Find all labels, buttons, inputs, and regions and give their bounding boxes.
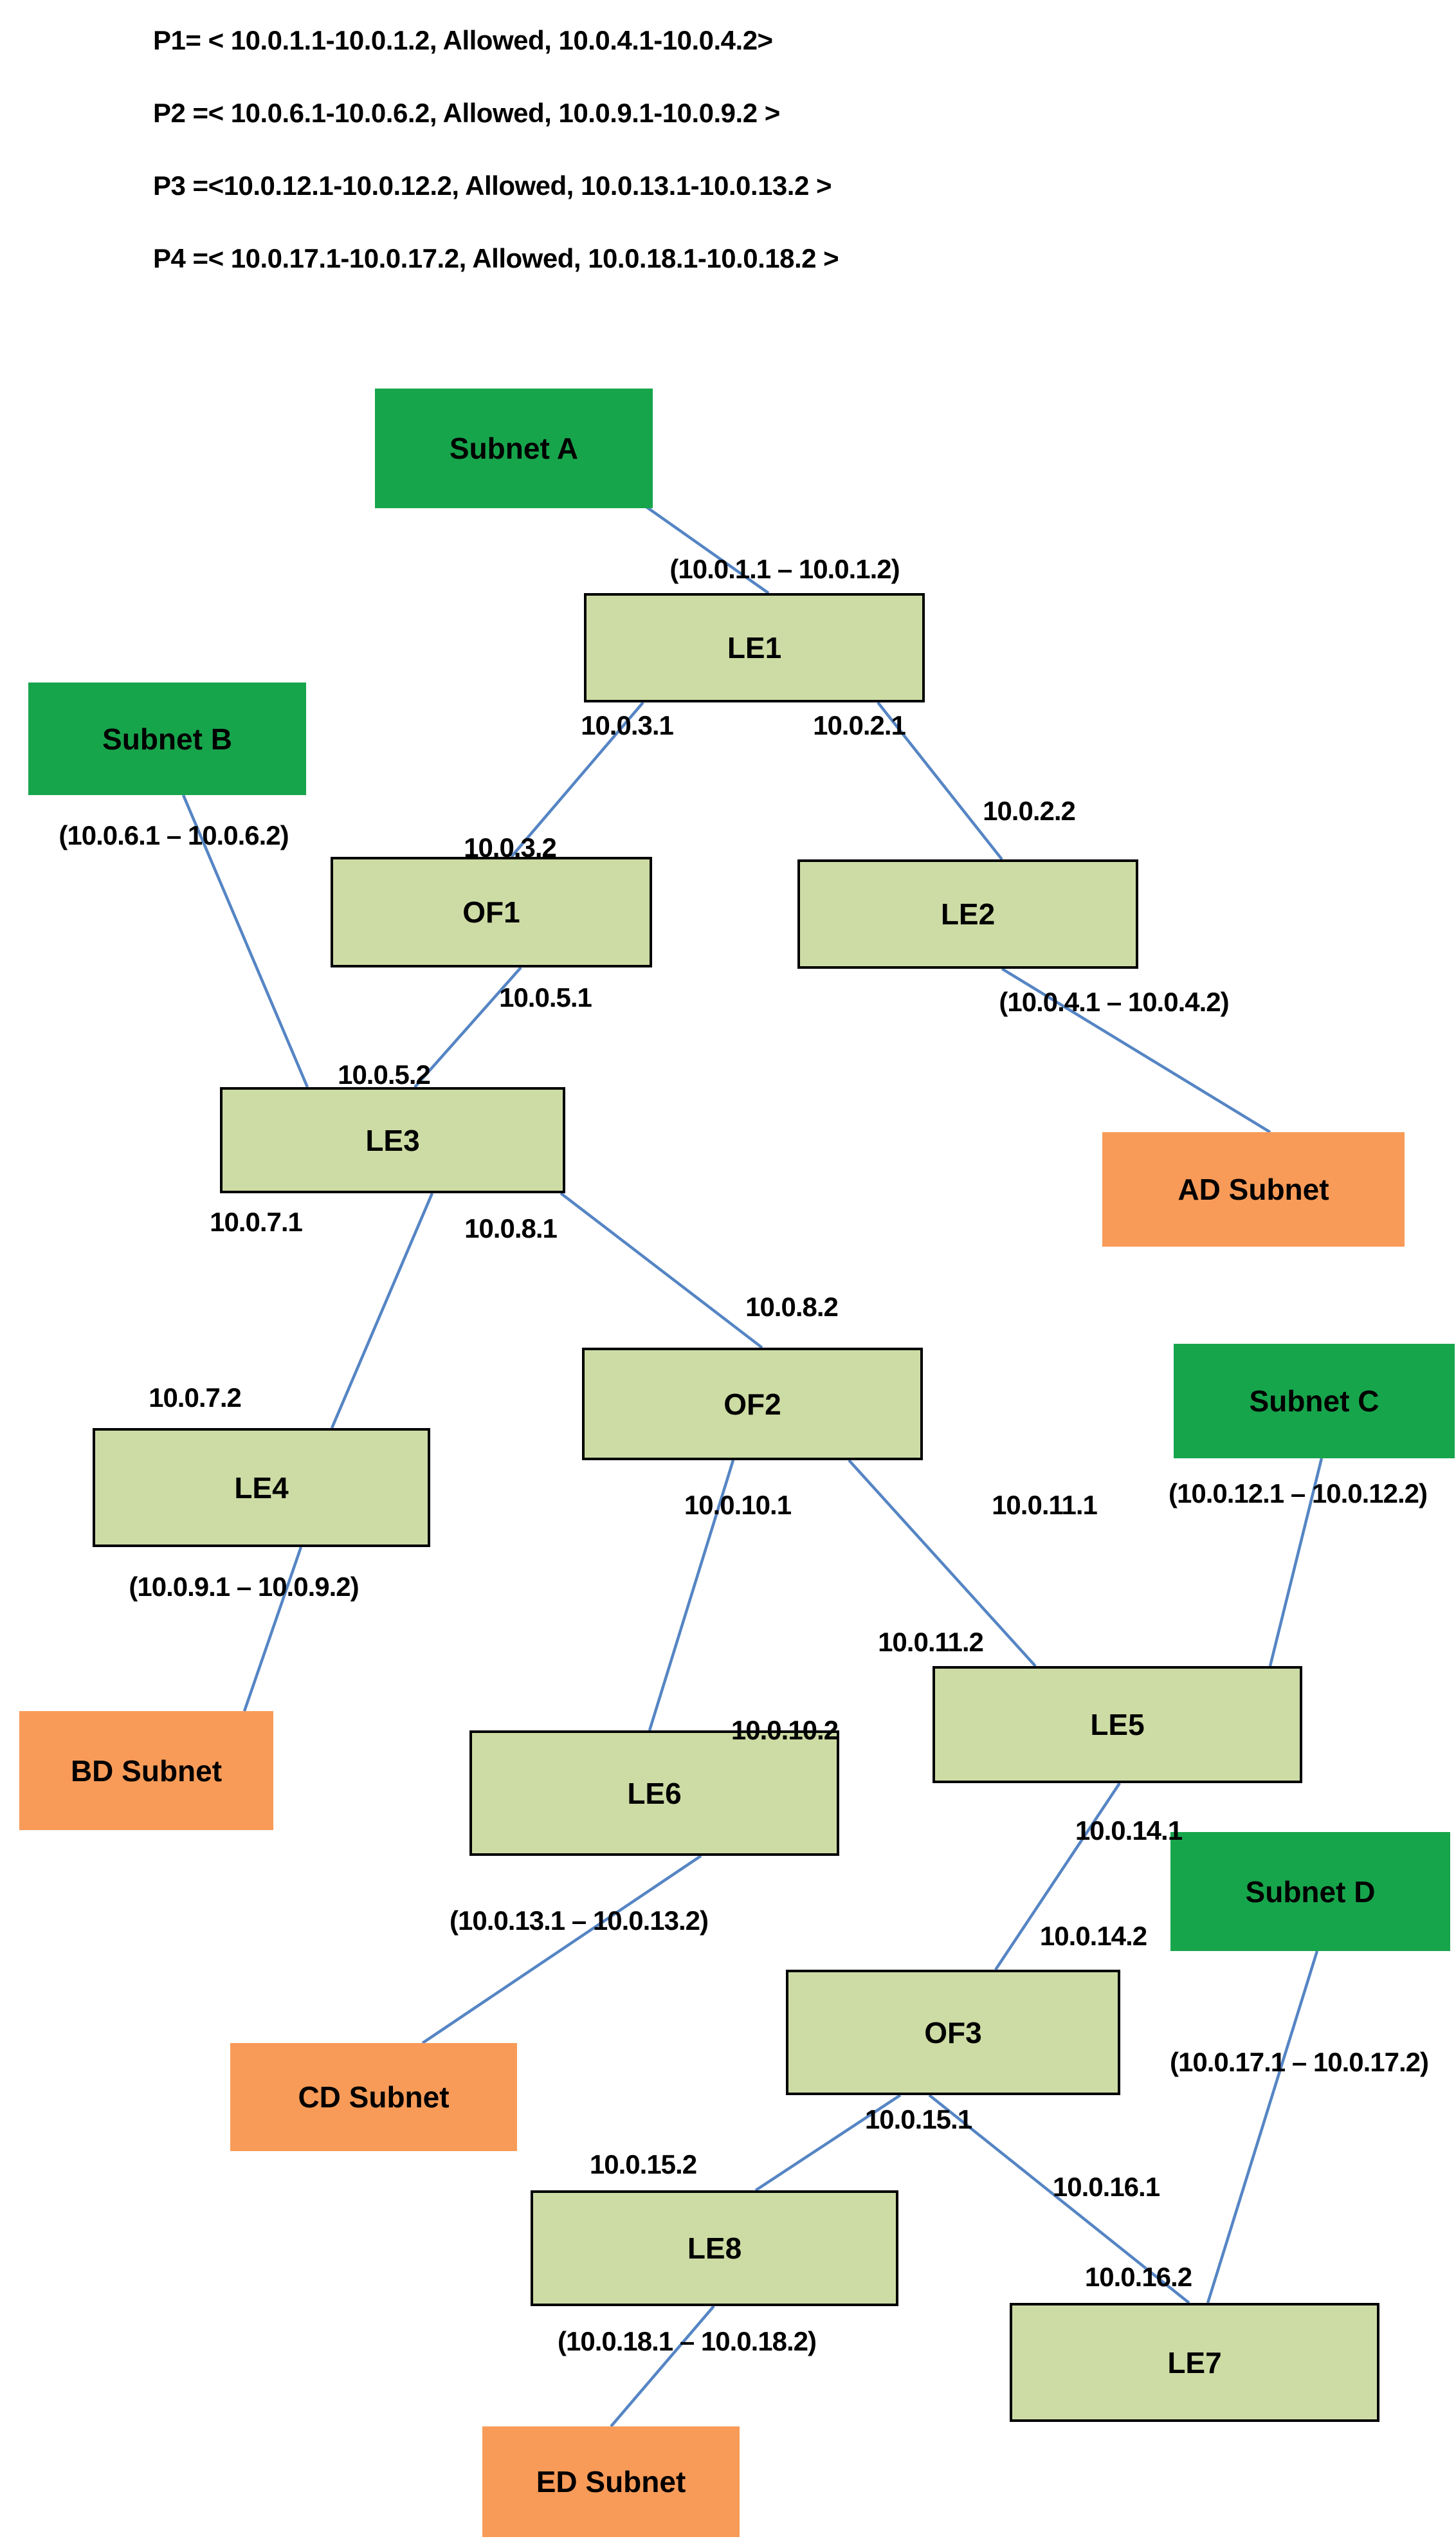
edge-le2-ad-subnet	[1001, 967, 1271, 1133]
edge-subnet-c-le5	[1268, 1458, 1324, 1667]
node-subnet-b: Subnet B	[28, 683, 306, 795]
node-label-le2: LE2	[940, 897, 996, 931]
edge-le4-bd-subnet	[242, 1546, 303, 1712]
node-of1: OF1	[331, 857, 652, 967]
node-le4: LE4	[93, 1428, 430, 1547]
policy-line: P3 =<10.0.12.1-10.0.12.2, Allowed, 10.0.…	[153, 170, 832, 201]
node-le3: LE3	[220, 1087, 565, 1193]
node-label-le5: LE5	[1090, 1708, 1145, 1741]
node-cd-subnet: CD Subnet	[230, 2043, 517, 2151]
ip-label: 10.0.7.2	[149, 1382, 242, 1413]
ip-label: 10.0.15.2	[589, 2149, 697, 2179]
ip-label: 10.0.2.2	[983, 796, 1076, 826]
edge-subnet-b-le3	[181, 794, 309, 1088]
node-label-ad-subnet: AD Subnet	[1178, 1173, 1329, 1206]
edge-le6-cd-subnet	[421, 1855, 702, 2044]
edge-le1-of1	[510, 701, 644, 858]
node-le8: LE8	[531, 2190, 898, 2306]
ip-label: (10.0.18.1 – 10.0.18.2)	[558, 2326, 817, 2356]
ip-label: (10.0.17.1 – 10.0.17.2)	[1170, 2047, 1429, 2077]
edge-of1-le3	[414, 966, 522, 1088]
node-label-of2: OF2	[723, 1387, 781, 1421]
ip-label: 10.0.8.1	[464, 1213, 558, 1243]
node-label-ed-subnet: ED Subnet	[536, 2465, 686, 2498]
node-label-subnet-d: Subnet D	[1245, 1874, 1376, 1909]
ip-label: 10.0.3.1	[581, 710, 674, 740]
edge-subnet-d-le7	[1206, 1950, 1319, 2304]
node-ed-subnet: ED Subnet	[482, 2426, 740, 2537]
node-label-le4: LE4	[234, 1471, 289, 1505]
ip-label: 10.0.10.2	[731, 1715, 839, 1745]
node-label-subnet-c: Subnet C	[1249, 1384, 1379, 1418]
edge-subnet-a-le1	[645, 506, 770, 594]
ip-label: (10.0.4.1 – 10.0.4.2)	[999, 987, 1229, 1017]
ip-label: 10.0.5.1	[499, 982, 592, 1013]
node-le7: LE7	[1010, 2303, 1379, 2422]
node-label-of3: OF3	[924, 2015, 982, 2049]
node-of2: OF2	[582, 1348, 923, 1460]
ip-label: 10.0.16.2	[1084, 2262, 1192, 2292]
node-le5: LE5	[933, 1666, 1302, 1783]
policy-line: P1= < 10.0.1.1-10.0.1.2, Allowed, 10.0.4…	[153, 25, 773, 55]
ip-label: 10.0.15.1	[864, 2104, 972, 2134]
edge-of3-le7	[928, 2094, 1190, 2304]
node-bd-subnet: BD Subnet	[19, 1711, 273, 1830]
node-label-subnet-a: Subnet A	[449, 432, 579, 465]
edge-le8-ed-subnet	[610, 2305, 715, 2428]
ip-label: 10.0.14.2	[1039, 1921, 1147, 1951]
node-label-le7: LE7	[1167, 2345, 1222, 2379]
edge-of2-le6	[648, 1460, 735, 1731]
ip-label: (10.0.13.1 – 10.0.13.2)	[450, 1905, 709, 1936]
edge-le3-of2	[560, 1192, 763, 1349]
ip-label: 10.0.11.1	[992, 1490, 1098, 1520]
edge-le1-le2	[877, 701, 1003, 861]
node-label-le1: LE1	[727, 631, 782, 664]
node-le1: LE1	[584, 593, 925, 702]
ip-label: (10.0.6.1 – 10.0.6.2)	[59, 820, 289, 850]
node-le2: LE2	[797, 859, 1138, 969]
node-label-le6: LE6	[627, 1776, 682, 1810]
node-label-subnet-b: Subnet B	[102, 722, 232, 756]
ip-label: 10.0.10.1	[684, 1490, 792, 1520]
policy-list: P1= < 10.0.1.1-10.0.1.2, Allowed, 10.0.4…	[153, 4, 839, 295]
edge-of2-le5	[848, 1459, 1037, 1667]
node-le6: LE6	[469, 1730, 839, 1856]
ip-label: (10.0.9.1 – 10.0.9.2)	[129, 1572, 359, 1602]
node-ad-subnet: AD Subnet	[1102, 1132, 1405, 1247]
ip-label: 10.0.14.1	[1075, 1815, 1183, 1846]
node-label-of1: OF1	[462, 895, 520, 929]
node-of3: OF3	[786, 1970, 1120, 2095]
ip-label: 10.0.8.2	[745, 1292, 839, 1322]
ip-label: (10.0.1.1 – 10.0.1.2)	[669, 554, 900, 584]
ip-label: (10.0.12.1 – 10.0.12.2)	[1169, 1478, 1428, 1508]
ip-label: 10.0.7.1	[210, 1207, 303, 1237]
node-label-le3: LE3	[365, 1123, 420, 1157]
node-subnet-a: Subnet A	[375, 389, 653, 508]
ip-label: 10.0.16.1	[1052, 2172, 1160, 2202]
edge-of3-le8	[754, 2094, 902, 2192]
ip-label: 10.0.5.2	[338, 1059, 431, 1090]
ip-label: 10.0.3.2	[464, 832, 557, 863]
node-label-bd-subnet: BD Subnet	[70, 1754, 223, 1788]
policy-line: P4 =< 10.0.17.1-10.0.17.2, Allowed, 10.0…	[153, 243, 839, 273]
node-subnet-d: Subnet D	[1170, 1832, 1450, 1951]
policy-line: P2 =< 10.0.6.1-10.0.6.2, Allowed, 10.0.9…	[153, 98, 780, 128]
edge-le3-le4	[330, 1193, 434, 1429]
edge-le5-of3	[994, 1782, 1121, 1971]
node-subnet-c: Subnet C	[1174, 1344, 1455, 1458]
ip-label: 10.0.2.1	[813, 710, 906, 740]
node-label-cd-subnet: CD Subnet	[298, 2080, 450, 2114]
ip-label: 10.0.11.2	[878, 1627, 984, 1657]
node-label-le8: LE8	[687, 2232, 742, 2265]
